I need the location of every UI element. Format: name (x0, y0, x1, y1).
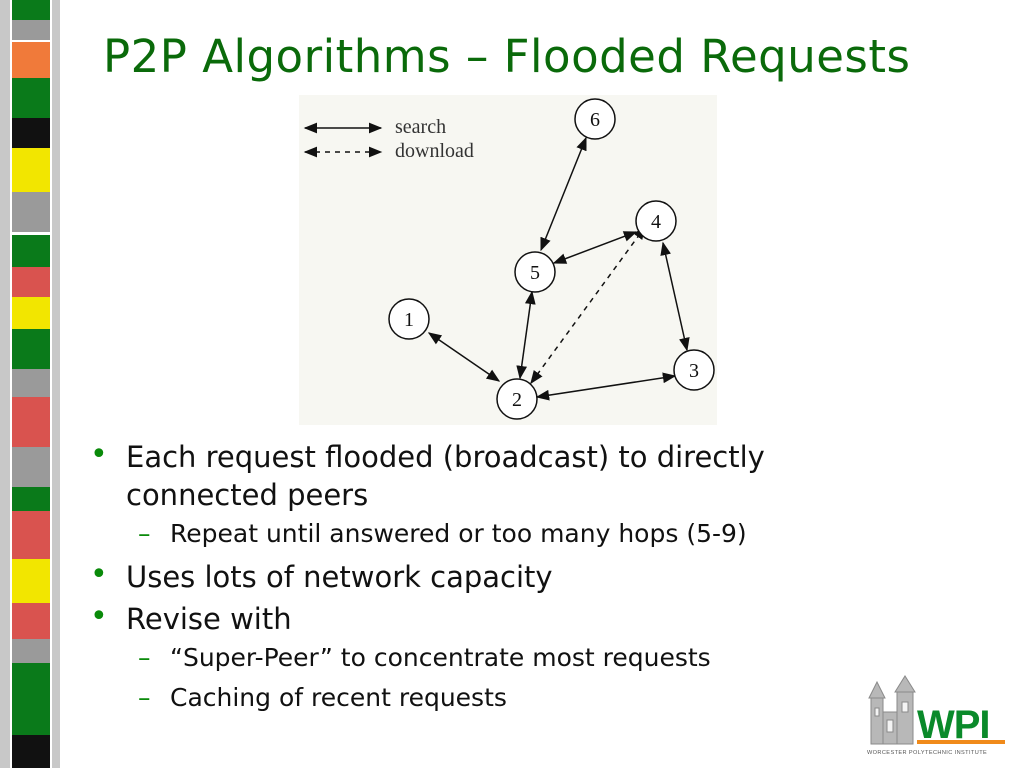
stripe-block (12, 397, 50, 447)
bullet-text: Revise with (126, 602, 292, 636)
sub-bullet-text: Repeat until answered or too many hops (… (170, 519, 747, 548)
sub-bullet-item: – Repeat until answered or too many hops… (90, 518, 870, 550)
sub-bullet-marker: – (138, 683, 151, 712)
edge-3-4 (660, 241, 690, 352)
sub-bullet-item: – Caching of recent requests (90, 682, 870, 714)
svg-text:5: 5 (530, 262, 540, 284)
stripe-block (12, 78, 50, 118)
bullet-list: • Each request flooded (broadcast) to di… (90, 437, 870, 722)
stripe-rail-left (0, 0, 10, 768)
sub-bullet-text: Caching of recent requests (170, 683, 507, 712)
edge-5-6 (540, 136, 587, 252)
stripe-rail-right (52, 0, 60, 768)
svg-text:3: 3 (689, 360, 699, 382)
decorative-stripe (0, 0, 60, 768)
network-diagram: search download 6 4 5 1 3 (299, 95, 717, 425)
node-4: 4 (635, 200, 677, 242)
logo-accent (917, 740, 1005, 744)
node-6: 6 (574, 98, 616, 140)
edge-4-5 (552, 231, 638, 264)
bullet-text: Uses lots of network capacity (126, 560, 553, 594)
wpi-logo: WPI WORCESTER POLYTECHNIC INSTITUTE (865, 672, 1010, 762)
bullet-item: • Revise with (90, 599, 870, 638)
stripe-block (12, 297, 50, 329)
edge-1-2 (427, 332, 501, 382)
bullet-item: • Uses lots of network capacity (90, 557, 870, 596)
node-3: 3 (673, 349, 715, 391)
node-2: 2 (496, 378, 538, 420)
node-5: 5 (514, 251, 556, 293)
legend-search-label: search (395, 116, 446, 138)
sub-bullet-item: – “Super-Peer” to concentrate most reque… (90, 642, 870, 674)
legend-download-label: download (395, 140, 474, 162)
stripe-block (12, 20, 50, 40)
stripe-block (12, 148, 50, 192)
bullet-text-line1: Each request flooded (broadcast) to dire… (126, 440, 765, 474)
sub-bullet-marker: – (138, 643, 151, 672)
svg-text:4: 4 (651, 211, 661, 233)
stripe-block (12, 511, 50, 559)
edge-2-4-download (530, 225, 646, 385)
stripe-block (12, 329, 50, 369)
wpi-logo-text: WPI (917, 703, 990, 747)
sub-bullet-marker: – (138, 519, 151, 548)
stripe-block (12, 235, 50, 267)
bullet-item: • Each request flooded (broadcast) to di… (90, 437, 870, 514)
building-icon (868, 675, 916, 745)
stripe-block (12, 735, 50, 768)
slide-title: P2P Algorithms – Flooded Requests (103, 30, 911, 83)
stripe-block (12, 267, 50, 297)
svg-text:6: 6 (590, 109, 600, 131)
stripe-block (12, 663, 50, 735)
svg-text:2: 2 (512, 389, 522, 411)
stripe-block (12, 42, 50, 78)
stripe-block (12, 118, 50, 148)
svg-text:1: 1 (404, 309, 414, 331)
stripe-block (12, 559, 50, 603)
edge-2-5 (516, 290, 536, 380)
stripe-block (12, 447, 50, 487)
wpi-logo-tagline: WORCESTER POLYTECHNIC INSTITUTE (867, 750, 987, 756)
stripe-block (12, 603, 50, 639)
stripe-block (12, 639, 50, 663)
bullet-marker: • (90, 557, 108, 592)
stripe-block (12, 0, 50, 20)
wpi-logo-svg: WPI WORCESTER POLYTECHNIC INSTITUTE (867, 675, 1005, 756)
node-1: 1 (388, 298, 430, 340)
edge-2-3 (535, 372, 677, 401)
network-diagram-svg: search download 6 4 5 1 3 (303, 98, 715, 420)
stripe-block (12, 192, 50, 232)
bullet-marker: • (90, 437, 108, 472)
stripe-block (12, 369, 50, 397)
bullet-marker: • (90, 599, 108, 634)
stripe-block (12, 487, 50, 511)
sub-bullet-text: “Super-Peer” to concentrate most request… (170, 643, 711, 672)
bullet-text-line2: connected peers (126, 478, 369, 512)
